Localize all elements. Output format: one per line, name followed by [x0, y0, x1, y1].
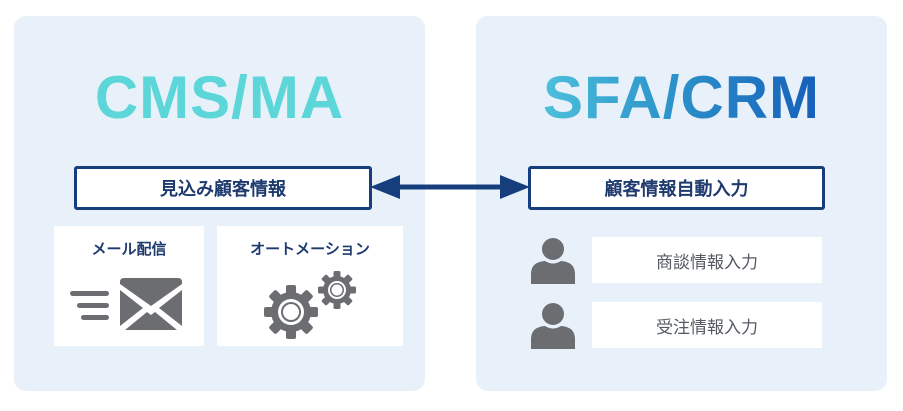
arrow-head-right	[500, 175, 530, 199]
person-icon	[531, 238, 575, 284]
bidirectional-arrow	[370, 175, 530, 199]
person-icon	[531, 303, 575, 349]
mail-delivery-label: メール配信	[91, 240, 167, 258]
mail-delivery-card: メール配信	[54, 226, 204, 346]
arrow-shaft	[390, 184, 510, 190]
sfa-crm-panel: SFA/CRM 顧客情報自動入力 商談情報入力 受注情報入力	[476, 16, 887, 391]
arrow-head-left	[370, 175, 400, 199]
cms-ma-title: CMS/MA	[94, 64, 345, 131]
automation-label: オートメーション	[250, 240, 370, 258]
auto-customer-input-box: 顧客情報自動入力	[528, 166, 825, 210]
sfa-crm-title: SFA/CRM	[476, 68, 887, 128]
negotiation-info-input: 商談情報入力	[592, 237, 822, 283]
cms-ma-panel: CMS/MA 見込み顧客情報 メール配信 オートメーション	[14, 16, 425, 391]
prospect-info-box: 見込み顧客情報	[74, 166, 372, 210]
automation-card: オートメーション	[217, 226, 403, 346]
gears-icon	[264, 271, 356, 339]
order-info-input: 受注情報入力	[592, 302, 822, 348]
mail-icon	[70, 278, 182, 330]
